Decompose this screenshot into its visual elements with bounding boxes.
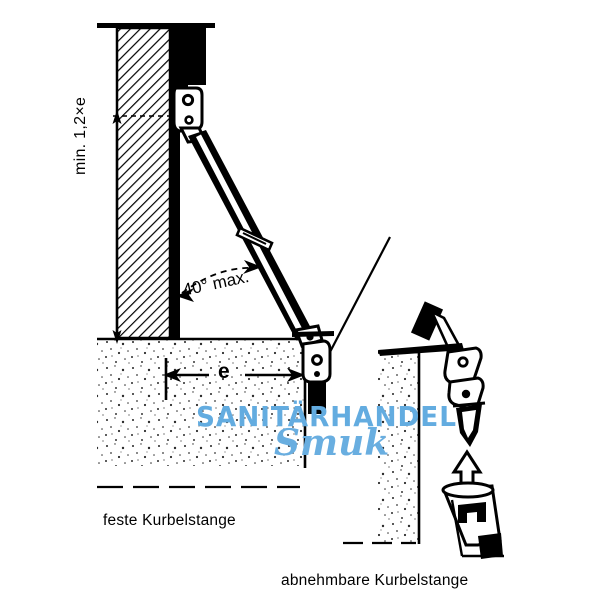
- caption-removable-crank-rod: abnehmbare Kurbelstange: [281, 572, 469, 589]
- vdim-arrow-bottom: [112, 330, 122, 344]
- leader-line: [329, 236, 391, 353]
- slab-stipple: [97, 338, 306, 466]
- joint-pin-3: [314, 371, 320, 377]
- wall-top-cap: [97, 23, 215, 28]
- plug-tip-highlight: [462, 410, 476, 438]
- socket-base-black: [478, 533, 503, 559]
- vertical-dimension-label: min. 1,2×e: [72, 96, 89, 175]
- joint-shaft: [308, 382, 326, 414]
- joint-pin-2: [311, 354, 323, 366]
- crank-rod: [188, 130, 312, 340]
- socket-left-edge: [450, 499, 464, 557]
- collar-line: [242, 232, 267, 245]
- caption-fixed-crank-rod: feste Kurbelstange: [103, 512, 236, 529]
- vdim-arrow-top: [112, 110, 122, 124]
- hatched-wall-section: [117, 28, 170, 338]
- edim-arrow-right: [287, 368, 305, 382]
- angle-arrow-left: [176, 288, 194, 302]
- lower-universal-joint: [292, 324, 334, 414]
- offset-dimension-label: e: [218, 360, 230, 383]
- wall-assembly: [97, 23, 215, 340]
- offset-dimension: [163, 358, 305, 400]
- rod-head-pin-2: [461, 389, 471, 399]
- joint-flange: [292, 331, 334, 337]
- angle-dimension: [176, 260, 262, 302]
- socket-mouth: [441, 481, 495, 499]
- upper-pivot-bracket: [172, 86, 208, 144]
- crank-handle: [378, 301, 464, 358]
- concrete-slab: [97, 337, 307, 489]
- pivot-pin-upper: [181, 93, 195, 107]
- rod-head-pin-1: [457, 356, 469, 368]
- vertical-dimension: [112, 110, 170, 344]
- angle-arrow-right: [243, 260, 262, 274]
- plug-collar: [452, 401, 486, 408]
- removable-rod-head: [443, 346, 486, 447]
- socket-bayonet-slot: [458, 502, 486, 523]
- handle-grip: [410, 301, 444, 341]
- concrete-pillar: [343, 350, 421, 545]
- pivot-pin-upper-2: [184, 115, 194, 125]
- pillar-stipple: [378, 352, 420, 542]
- frame-edge: [170, 85, 180, 338]
- edim-arrow-left: [163, 368, 181, 382]
- solid-black-lintel: [170, 28, 206, 85]
- removable-rod-socket: [441, 481, 504, 559]
- handle-bar: [378, 343, 464, 356]
